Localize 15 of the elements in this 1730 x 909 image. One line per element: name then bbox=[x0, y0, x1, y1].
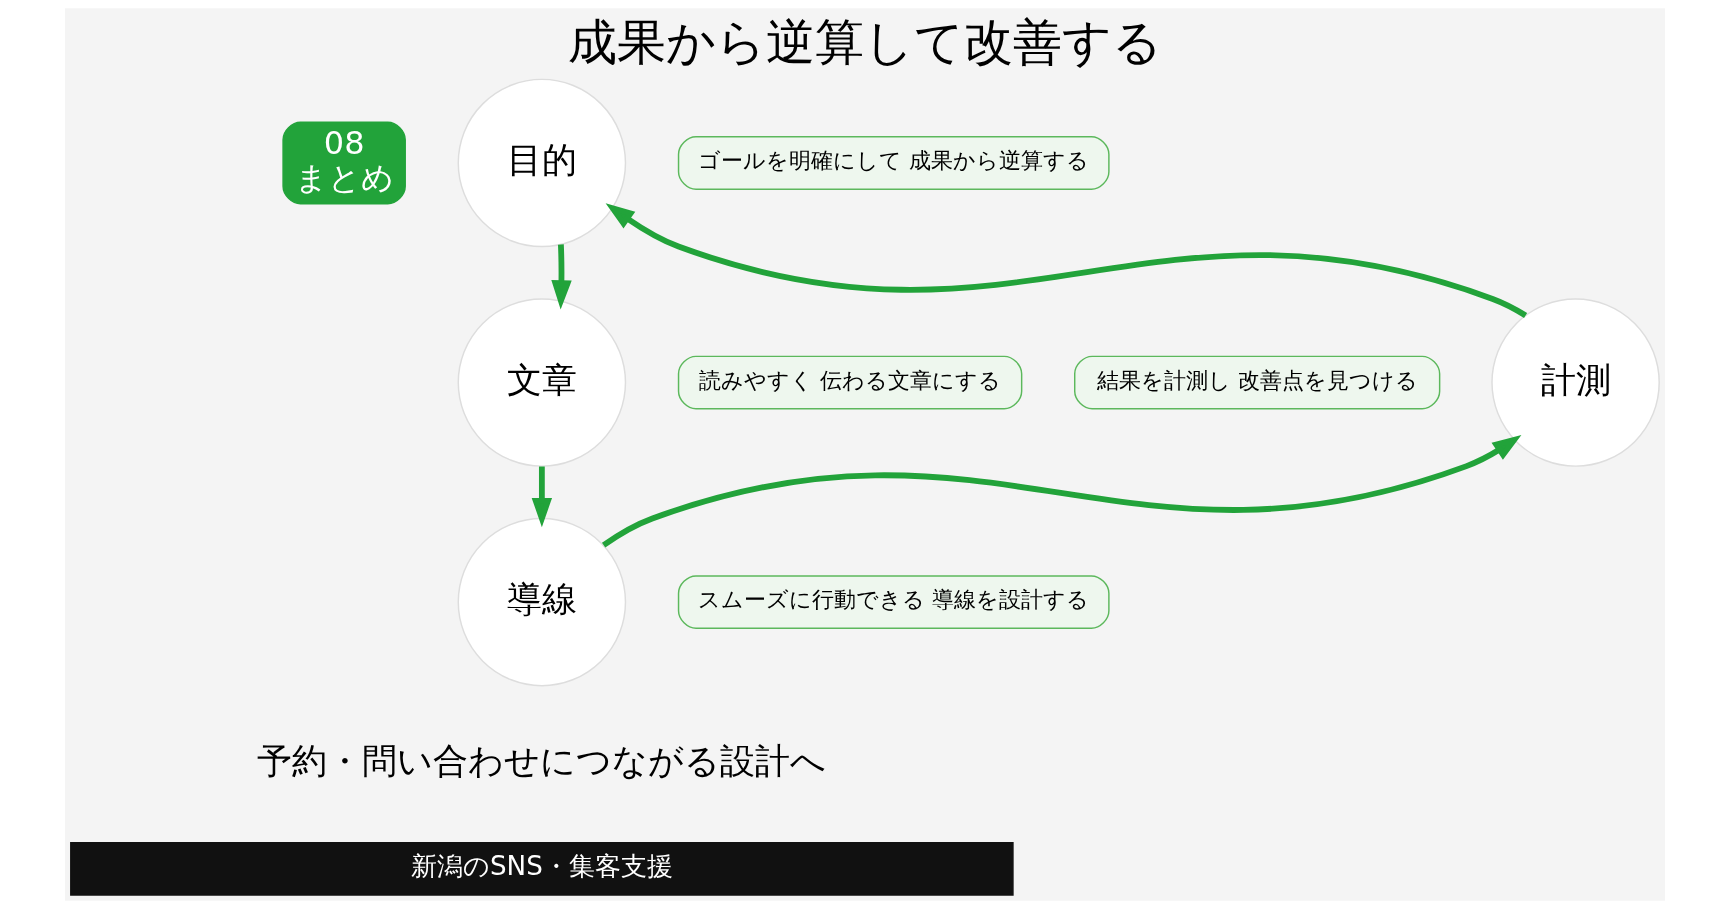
node-box: 結果を計測し 改善点を見つける bbox=[1074, 355, 1441, 410]
node-circle: 導線 bbox=[457, 517, 627, 687]
node-box: 読みやすく 伝わる文章にする bbox=[677, 355, 1023, 410]
arrow bbox=[531, 466, 553, 528]
node-box: 新潟のSNS・集客支援 bbox=[70, 841, 1014, 896]
arrow bbox=[602, 434, 1522, 548]
diagram-title: 成果から逆算して改善する bbox=[568, 13, 1162, 72]
node-circle: 目的 bbox=[457, 78, 627, 248]
node-box: ゴールを明確にして 成果から逆算する bbox=[677, 136, 1110, 190]
arrow bbox=[605, 203, 1528, 318]
label: 予約・問い合わせにつながる設計へ bbox=[257, 741, 827, 782]
node-box: スムーズに行動できる 導線を設計する bbox=[677, 575, 1110, 629]
node-box: 08 まとめ bbox=[282, 121, 406, 205]
node-circle: 文章 bbox=[457, 298, 627, 467]
arrow bbox=[551, 244, 572, 310]
